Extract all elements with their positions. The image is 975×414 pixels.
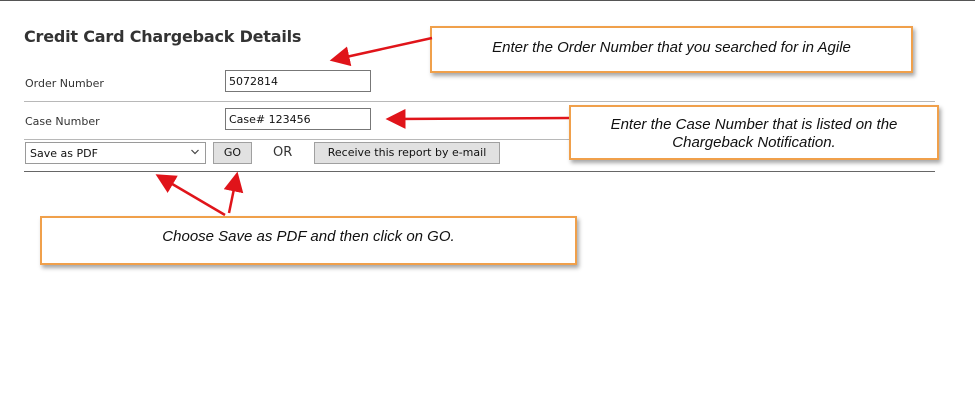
- order-number-label: Order Number: [25, 77, 104, 90]
- case-number-callout: Enter the Case Number that is listed on …: [569, 105, 939, 160]
- order-number-callout-text: Enter the Order Number that you searched…: [492, 39, 851, 56]
- row-divider: [24, 139, 935, 140]
- case-number-field[interactable]: [225, 108, 371, 130]
- case-number-label: Case Number: [25, 115, 100, 128]
- order-number-arrow: [329, 36, 433, 67]
- case-number-callout-line2: Chargeback Notification.: [672, 134, 836, 151]
- report-format-select[interactable]: Save as PDF: [25, 142, 206, 164]
- email-report-button[interactable]: Receive this report by e-mail: [314, 142, 500, 164]
- save-pdf-callout-text: Choose Save as PDF and then click on GO.: [162, 228, 455, 245]
- case-number-callout-line1: Enter the Case Number that is listed on …: [610, 116, 898, 133]
- row-divider: [24, 101, 935, 102]
- case-number-arrow: [385, 108, 570, 129]
- save-pdf-callout: Choose Save as PDF and then click on GO.: [40, 216, 577, 265]
- page-title: Credit Card Chargeback Details: [24, 27, 302, 46]
- chevron-down-icon: [191, 149, 199, 155]
- order-number-field[interactable]: [225, 70, 371, 92]
- or-separator: OR: [273, 145, 293, 160]
- form-bottom-divider: [24, 171, 935, 172]
- report-format-select-value: Save as PDF: [30, 147, 98, 160]
- select-arrow: [155, 174, 226, 217]
- go-button[interactable]: GO: [213, 142, 252, 164]
- go-arrow: [223, 171, 244, 214]
- order-number-callout: Enter the Order Number that you searched…: [430, 26, 913, 73]
